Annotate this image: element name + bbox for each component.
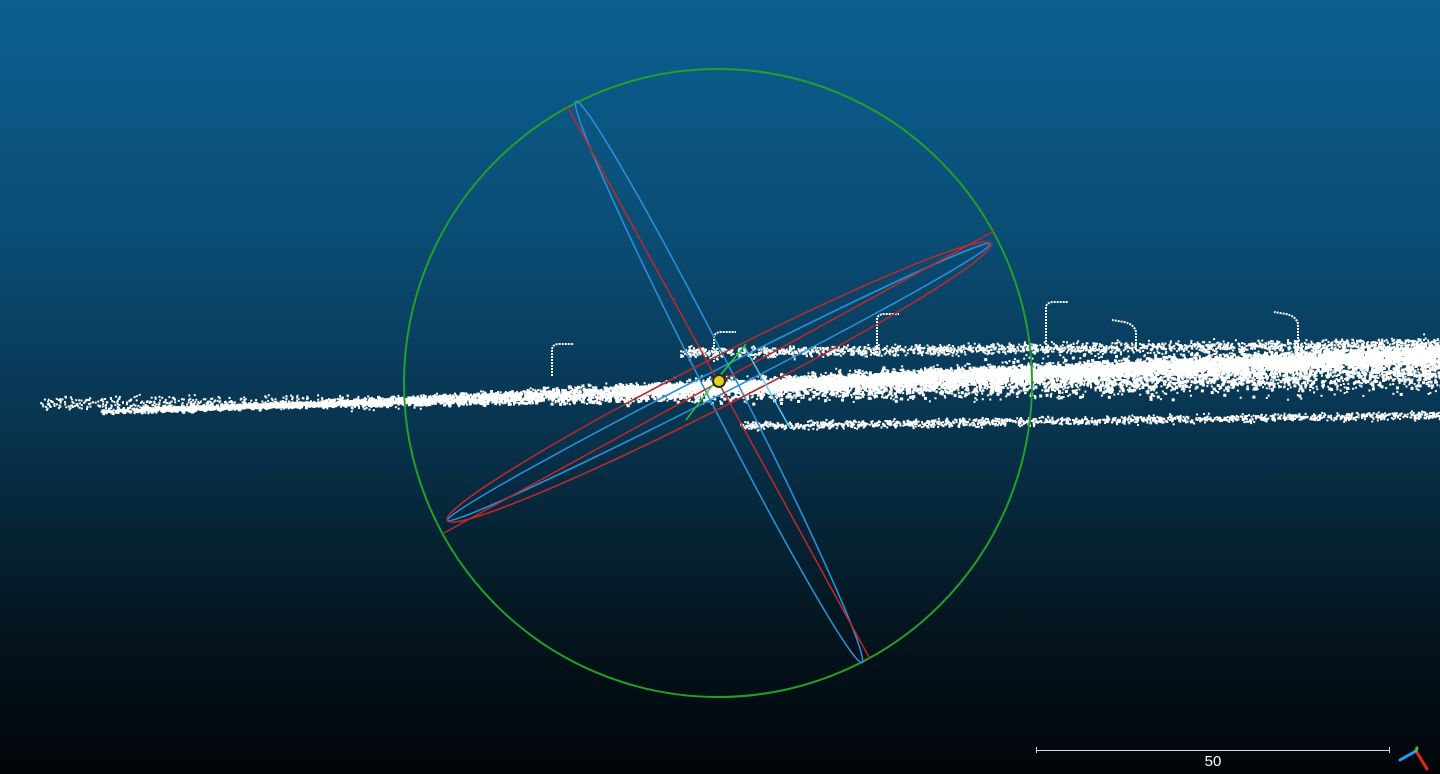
scale-bar-label: 50 xyxy=(1204,753,1222,770)
point-cloud xyxy=(40,333,1440,432)
scale-bar-tick-left xyxy=(1036,747,1037,753)
green-axis-line-2 xyxy=(717,343,747,379)
scale-bar: 50 xyxy=(1036,744,1392,772)
xyz-axes-icon xyxy=(1398,746,1429,771)
pivot-marker[interactable] xyxy=(712,374,726,388)
bounding-sphere-circle xyxy=(403,68,1033,698)
green-axis-line xyxy=(685,377,719,421)
street-lamp-points xyxy=(551,301,1299,376)
scale-bar-tick-right xyxy=(1389,747,1390,753)
axis-gizmo-y xyxy=(1414,746,1419,753)
axis-gizmo-z xyxy=(1398,749,1418,762)
scale-bar-line xyxy=(1036,750,1390,751)
cyan-axis-line xyxy=(743,345,791,429)
axis-gizmo-x xyxy=(1414,749,1429,771)
